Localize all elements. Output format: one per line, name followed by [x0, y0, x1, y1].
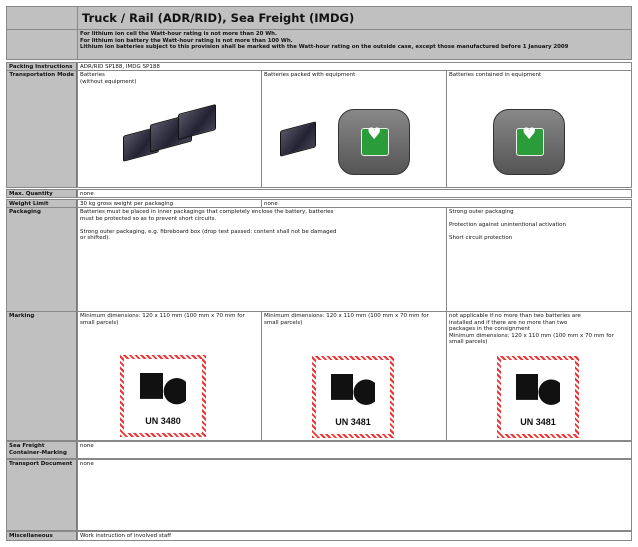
- label-mode: Transportation Mode: [6, 70, 78, 188]
- battery-image: [178, 103, 216, 141]
- un-number: UN 3481: [520, 416, 556, 427]
- mode-col-1: Batteries (without equipment): [77, 70, 262, 188]
- marking-col-3: not applicable if no more than two batte…: [446, 311, 632, 441]
- note: For lithium ion cell the Watt-hour ratin…: [80, 31, 278, 37]
- battery-fire-icon: [515, 370, 561, 408]
- note: Lithium ion batteries subject to this pr…: [80, 44, 569, 51]
- mode-col-2: Batteries packed with equipment: [261, 70, 447, 188]
- battery-image: [280, 121, 316, 157]
- label-miscellaneous: Miscellaneous: [6, 531, 78, 541]
- battery-fire-icon: [139, 369, 187, 407]
- battery-fire-icon: [330, 370, 376, 408]
- marking-text: Minimum dimensions: 120 x 110 mm (100 mm…: [80, 313, 245, 326]
- value-packaging-2: Strong outer packaging Protection agains…: [446, 207, 632, 312]
- label-sea-freight: Sea Freight Container-Marking: [6, 441, 78, 459]
- label-transport-document: Transport Document: [6, 459, 78, 531]
- header-blank: [6, 6, 78, 30]
- mode-text: Batteries contained in equipment: [449, 72, 542, 78]
- un3481-label: UN 3481: [312, 356, 394, 438]
- un-number: UN 3480: [145, 415, 181, 426]
- mode-text: Batteries (without equipment): [80, 72, 137, 85]
- page-title: Truck / Rail (ADR/RID), Sea Freight (IMD…: [77, 6, 632, 30]
- label-max-quantity: Max. Quantity: [6, 189, 78, 198]
- label-packaging: Packaging: [6, 207, 78, 312]
- marking-text: Minimum dimensions: 120 x 110 mm (100 mm…: [264, 313, 429, 326]
- value-sea-freight: none: [77, 441, 632, 459]
- marking-text: not applicable if no more than two batte…: [449, 313, 614, 346]
- value-packaging-1: Batteries must be placed in inner packag…: [77, 207, 447, 312]
- value-miscellaneous: Work instruction of involved staff: [77, 531, 632, 541]
- mode-text: Batteries packed with equipment: [264, 72, 356, 78]
- un3481-label: UN 3481: [497, 356, 579, 438]
- mode-col-3: Batteries contained in equipment: [446, 70, 632, 188]
- notes-blank: [6, 29, 78, 60]
- note: For lithium ion battery the Watt-hour ra…: [80, 37, 293, 44]
- marking-col-1: Minimum dimensions: 120 x 110 mm (100 mm…: [77, 311, 262, 441]
- un3480-label: UN 3480: [120, 355, 206, 437]
- un-number: UN 3481: [335, 416, 371, 427]
- notes: For lithium ion cell the Watt-hour ratin…: [77, 29, 632, 60]
- value-max-quantity: none: [77, 189, 632, 198]
- aed-device-image: [493, 109, 565, 175]
- value-transport-document: none: [77, 459, 632, 531]
- aed-device-image: [338, 109, 410, 175]
- label-marking: Marking: [6, 311, 78, 441]
- marking-col-2: Minimum dimensions: 120 x 110 mm (100 mm…: [261, 311, 447, 441]
